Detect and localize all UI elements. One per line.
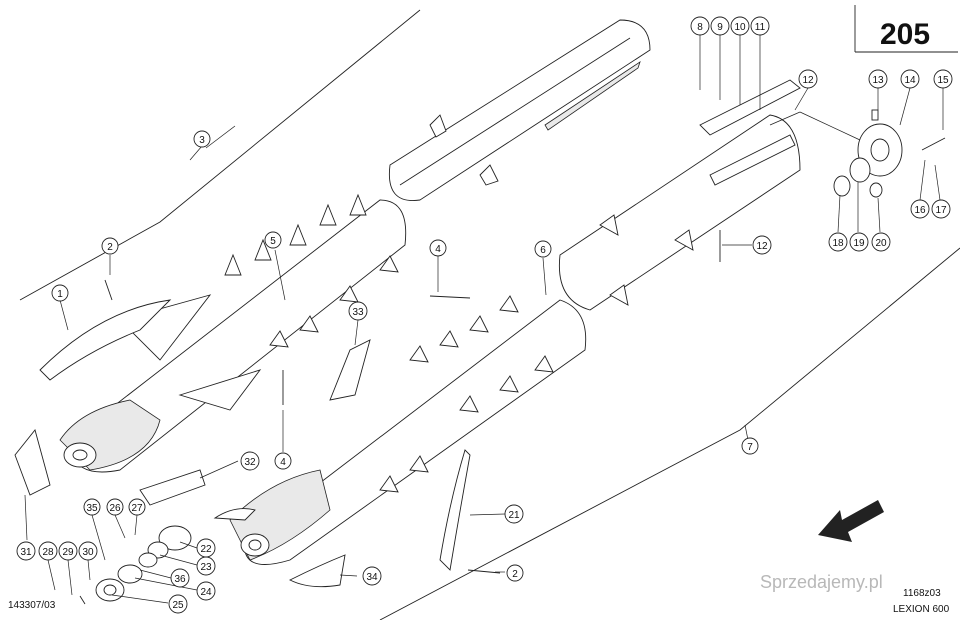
svg-text:24: 24 [200, 587, 212, 598]
callout-18: 18 [828, 232, 848, 252]
svg-text:2: 2 [107, 242, 113, 253]
svg-text:12: 12 [756, 241, 768, 252]
callout-14: 14 [900, 69, 920, 89]
svg-text:18: 18 [832, 238, 844, 249]
svg-text:25: 25 [172, 600, 184, 611]
callout-7: 7 [741, 437, 759, 455]
callout-9: 9 [710, 16, 730, 36]
svg-text:15: 15 [937, 75, 949, 86]
callout-28: 28 [38, 541, 58, 561]
bearing-stack [95, 525, 192, 602]
upper-rotor-drum [388, 19, 651, 202]
callout-2: 2 [101, 237, 119, 255]
drawing-ref-right: 1168z03 [903, 588, 941, 599]
callout-22: 22 [196, 538, 216, 558]
svg-text:23: 23 [200, 562, 212, 573]
svg-text:5: 5 [270, 236, 276, 247]
model-label: LEXION 600 [893, 604, 950, 615]
svg-text:20: 20 [875, 238, 887, 249]
svg-text:2: 2 [512, 569, 518, 580]
callout-17: 17 [931, 199, 951, 219]
callout-34: 34 [362, 566, 382, 586]
callout-1: 1 [51, 284, 69, 302]
lower-rotor-assembly [229, 295, 587, 565]
callout-35: 35 [83, 498, 101, 516]
fasteners [79, 230, 721, 605]
callout-26: 26 [106, 498, 124, 516]
svg-text:12: 12 [802, 75, 814, 86]
svg-text:33: 33 [352, 307, 364, 318]
callout-12: 12 [752, 235, 772, 255]
callout-10: 10 [730, 16, 750, 36]
lower-blades [139, 339, 471, 588]
svg-text:3: 3 [199, 135, 205, 146]
svg-text:17: 17 [935, 205, 947, 216]
callout-19: 19 [849, 232, 869, 252]
callout-4: 4 [274, 452, 292, 470]
svg-text:22: 22 [200, 544, 212, 555]
page-number: 205 [880, 18, 930, 51]
callout-30: 30 [78, 541, 98, 561]
callout-3: 3 [193, 130, 211, 148]
callout-27: 27 [128, 498, 146, 516]
svg-text:36: 36 [174, 574, 186, 585]
callout-12: 12 [798, 69, 818, 89]
callout-36: 36 [170, 568, 190, 588]
svg-text:16: 16 [914, 205, 926, 216]
callout-13: 13 [868, 69, 888, 89]
callout-20: 20 [871, 232, 891, 252]
page-number-box: 205 [854, 5, 958, 53]
watermark-text: Sprzedajemy.pl [760, 572, 883, 592]
callout-29: 29 [58, 541, 78, 561]
svg-text:30: 30 [82, 547, 94, 558]
svg-text:8: 8 [697, 22, 703, 33]
direction-arrow-icon [818, 500, 884, 542]
callout-25: 25 [168, 594, 188, 614]
hub-assembly [769, 109, 946, 198]
svg-text:19: 19 [853, 238, 865, 249]
callout-16: 16 [910, 199, 930, 219]
svg-text:29: 29 [62, 547, 74, 558]
callout-6: 6 [534, 240, 552, 258]
assembly-boundary-upper [19, 9, 421, 301]
svg-text:9: 9 [717, 22, 723, 33]
svg-text:27: 27 [131, 503, 143, 514]
svg-text:35: 35 [86, 503, 98, 514]
svg-text:21: 21 [508, 510, 520, 521]
callout-32: 32 [240, 451, 260, 471]
left-rotor-assembly [59, 193, 407, 473]
callout-15: 15 [933, 69, 953, 89]
svg-text:4: 4 [280, 457, 286, 468]
assembly-boundary-lower [379, 247, 960, 620]
callout-33: 33 [348, 301, 368, 321]
drawing-ref-left: 143307/03 [8, 600, 56, 611]
callout-5: 5 [264, 231, 282, 249]
callout-8: 8 [690, 16, 710, 36]
svg-text:11: 11 [755, 22, 766, 33]
callout-11: 11 [750, 16, 770, 36]
callout-2: 2 [506, 564, 524, 582]
callout-4: 4 [429, 239, 447, 257]
svg-text:1: 1 [57, 289, 63, 300]
svg-text:7: 7 [747, 442, 753, 453]
svg-text:28: 28 [42, 547, 54, 558]
callout-31: 31 [16, 541, 36, 561]
svg-text:6: 6 [540, 245, 546, 256]
callouts: 1 2 2 3 4 4 5 6 7 8 9 10 11 12 12 13 14 … [16, 16, 953, 614]
callout-24: 24 [196, 581, 216, 601]
svg-text:14: 14 [904, 75, 916, 86]
callout-leaders [24, 35, 944, 604]
svg-text:13: 13 [872, 75, 884, 86]
svg-text:4: 4 [435, 244, 441, 255]
left-cover-segments [14, 299, 172, 496]
svg-text:10: 10 [734, 22, 746, 33]
svg-text:26: 26 [109, 503, 121, 514]
svg-text:34: 34 [366, 572, 378, 583]
callout-21: 21 [504, 504, 524, 524]
svg-text:32: 32 [244, 457, 256, 468]
svg-text:31: 31 [20, 547, 32, 558]
right-rotor-drum [558, 79, 801, 311]
callout-23: 23 [196, 556, 216, 576]
